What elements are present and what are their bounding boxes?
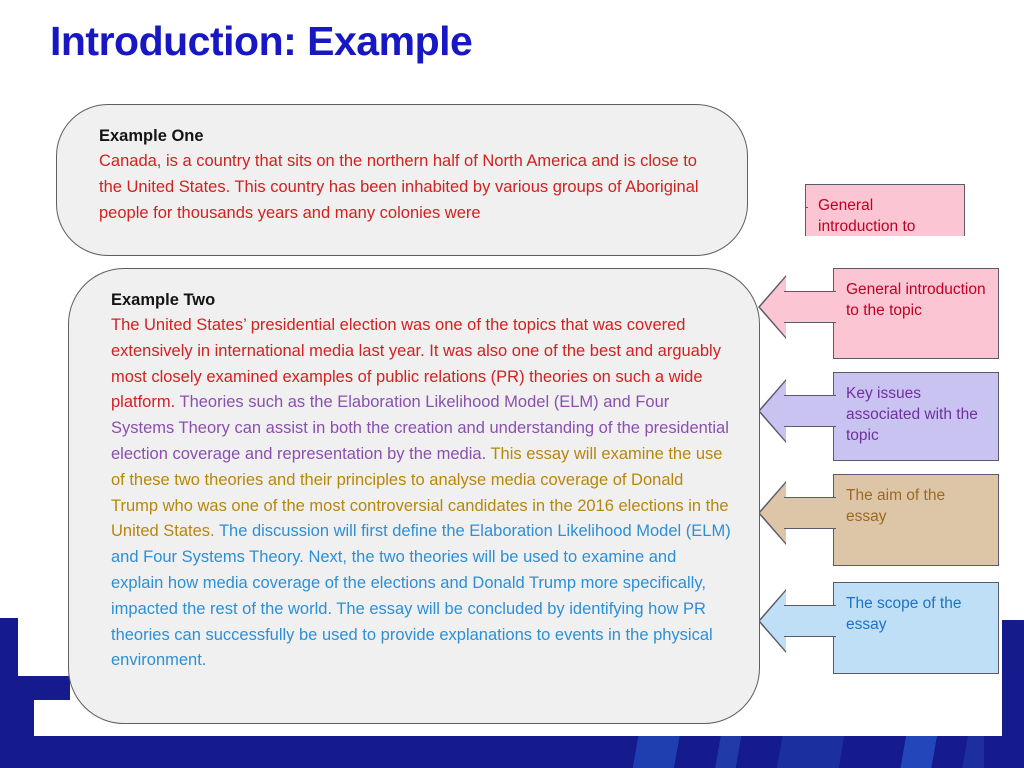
example-one-body: Canada, is a country that sits on the no… — [99, 152, 699, 222]
example-two-card: Example Two The United States’ president… — [68, 268, 760, 724]
callout-arrow-stem — [784, 291, 836, 323]
callout-label: The scope of the essay — [846, 595, 962, 633]
callout-label: The aim of the essay — [846, 487, 946, 525]
example-two-segment-purple: Theories such as the Elaboration Likelih… — [111, 393, 729, 463]
example-two-heading: Example Two — [111, 291, 216, 309]
callout-arrow-head-icon — [758, 589, 786, 653]
callout-arrow-head-icon — [758, 379, 786, 443]
example-one-heading: Example One — [99, 127, 204, 145]
callout-arrow-stem — [784, 497, 836, 529]
example-one-card: Example One Canada, is a country that si… — [56, 104, 748, 256]
example-two-body: The United States’ presidential election… — [111, 313, 733, 674]
example-two-segment-red: The United States’ presidential election… — [111, 316, 721, 412]
callout-label: Key issues associated with the topic — [846, 385, 978, 444]
callout-general-introduction-to-the-topic: General introduction to the topic — [758, 268, 999, 359]
callout-general-introduction-top: General introduction to — [805, 184, 965, 236]
callout-key-issues-associated-with-the-topic: Key issues associated with the topic — [758, 372, 999, 461]
callout-arrow-head-icon — [758, 481, 786, 545]
example-two-segment-blue: The discussion will first define the Ela… — [111, 522, 731, 670]
callout-the-scope-of-the-essay: The scope of the essay — [758, 582, 999, 674]
callout-label: General introduction to the topic — [846, 281, 986, 319]
callout-label: General introduction to — [818, 197, 916, 235]
example-two-segment-olive: This essay will examine the use of these… — [111, 444, 729, 541]
page-title: Introduction: Example — [50, 18, 473, 64]
slide-frame-bottom-stripes — [0, 736, 1024, 768]
callout-arrow-stem — [784, 605, 836, 637]
callout-arrow-stem — [806, 207, 808, 236]
callout-arrow-stem — [784, 395, 836, 427]
callout-the-aim-of-the-essay: The aim of the essay — [758, 474, 999, 566]
callout-arrow-head-icon — [758, 275, 786, 339]
